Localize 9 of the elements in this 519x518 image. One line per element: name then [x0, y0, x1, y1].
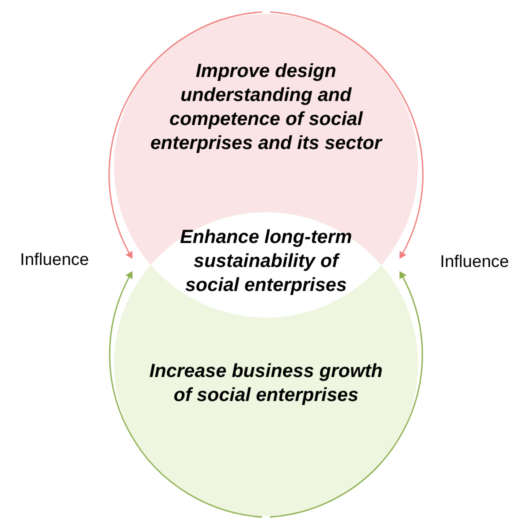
arrow-label: Influence	[440, 252, 509, 272]
curved-arrow	[109, 271, 262, 518]
curved-arrow	[108, 11, 262, 259]
arrow-label: Influence	[20, 250, 89, 270]
curved-arrow	[270, 11, 424, 259]
goal-text: Increase business growth of social enterprises	[148, 360, 384, 408]
goal-text: Enhance long-term sustainability of social enterprises	[178, 226, 354, 298]
goal-text: Improve design understanding and competence of social enterprises and its sector	[149, 60, 384, 156]
curved-arrow	[270, 271, 423, 518]
